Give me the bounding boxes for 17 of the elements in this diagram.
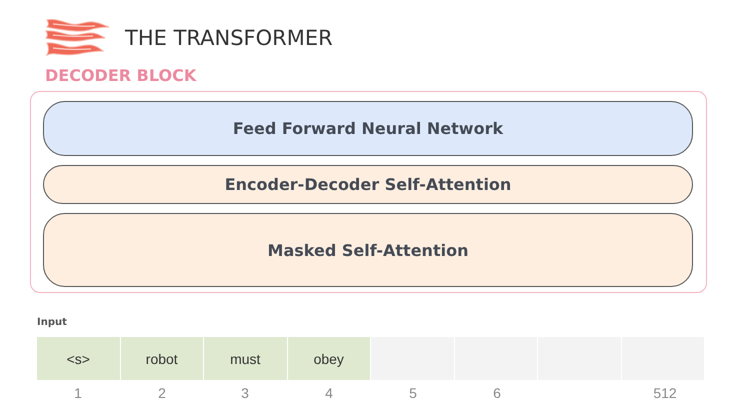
position-number: 5 — [408, 385, 418, 401]
input-token: obey — [288, 337, 370, 380]
position-number: 2 — [157, 385, 167, 401]
decoder-sublayer: Encoder-Decoder Self-Attention — [43, 165, 693, 204]
position-number: 1 — [73, 385, 83, 401]
strip-heading: Input — [37, 317, 67, 328]
input-token: must — [204, 337, 286, 380]
decoder-sublayer: Masked Self-Attention — [43, 213, 693, 287]
diagram-title: THE TRANSFORMER — [125, 26, 333, 50]
block-heading: DECODER BLOCK — [45, 66, 196, 85]
position-number: 512 — [652, 385, 678, 401]
input-token: <s> — [37, 337, 120, 380]
position-number: 4 — [324, 385, 334, 401]
position-number: 3 — [240, 385, 250, 401]
decoder-sublayer: Feed Forward Neural Network — [43, 101, 693, 156]
position-number: 6 — [492, 385, 502, 401]
input-token: robot — [120, 337, 203, 380]
